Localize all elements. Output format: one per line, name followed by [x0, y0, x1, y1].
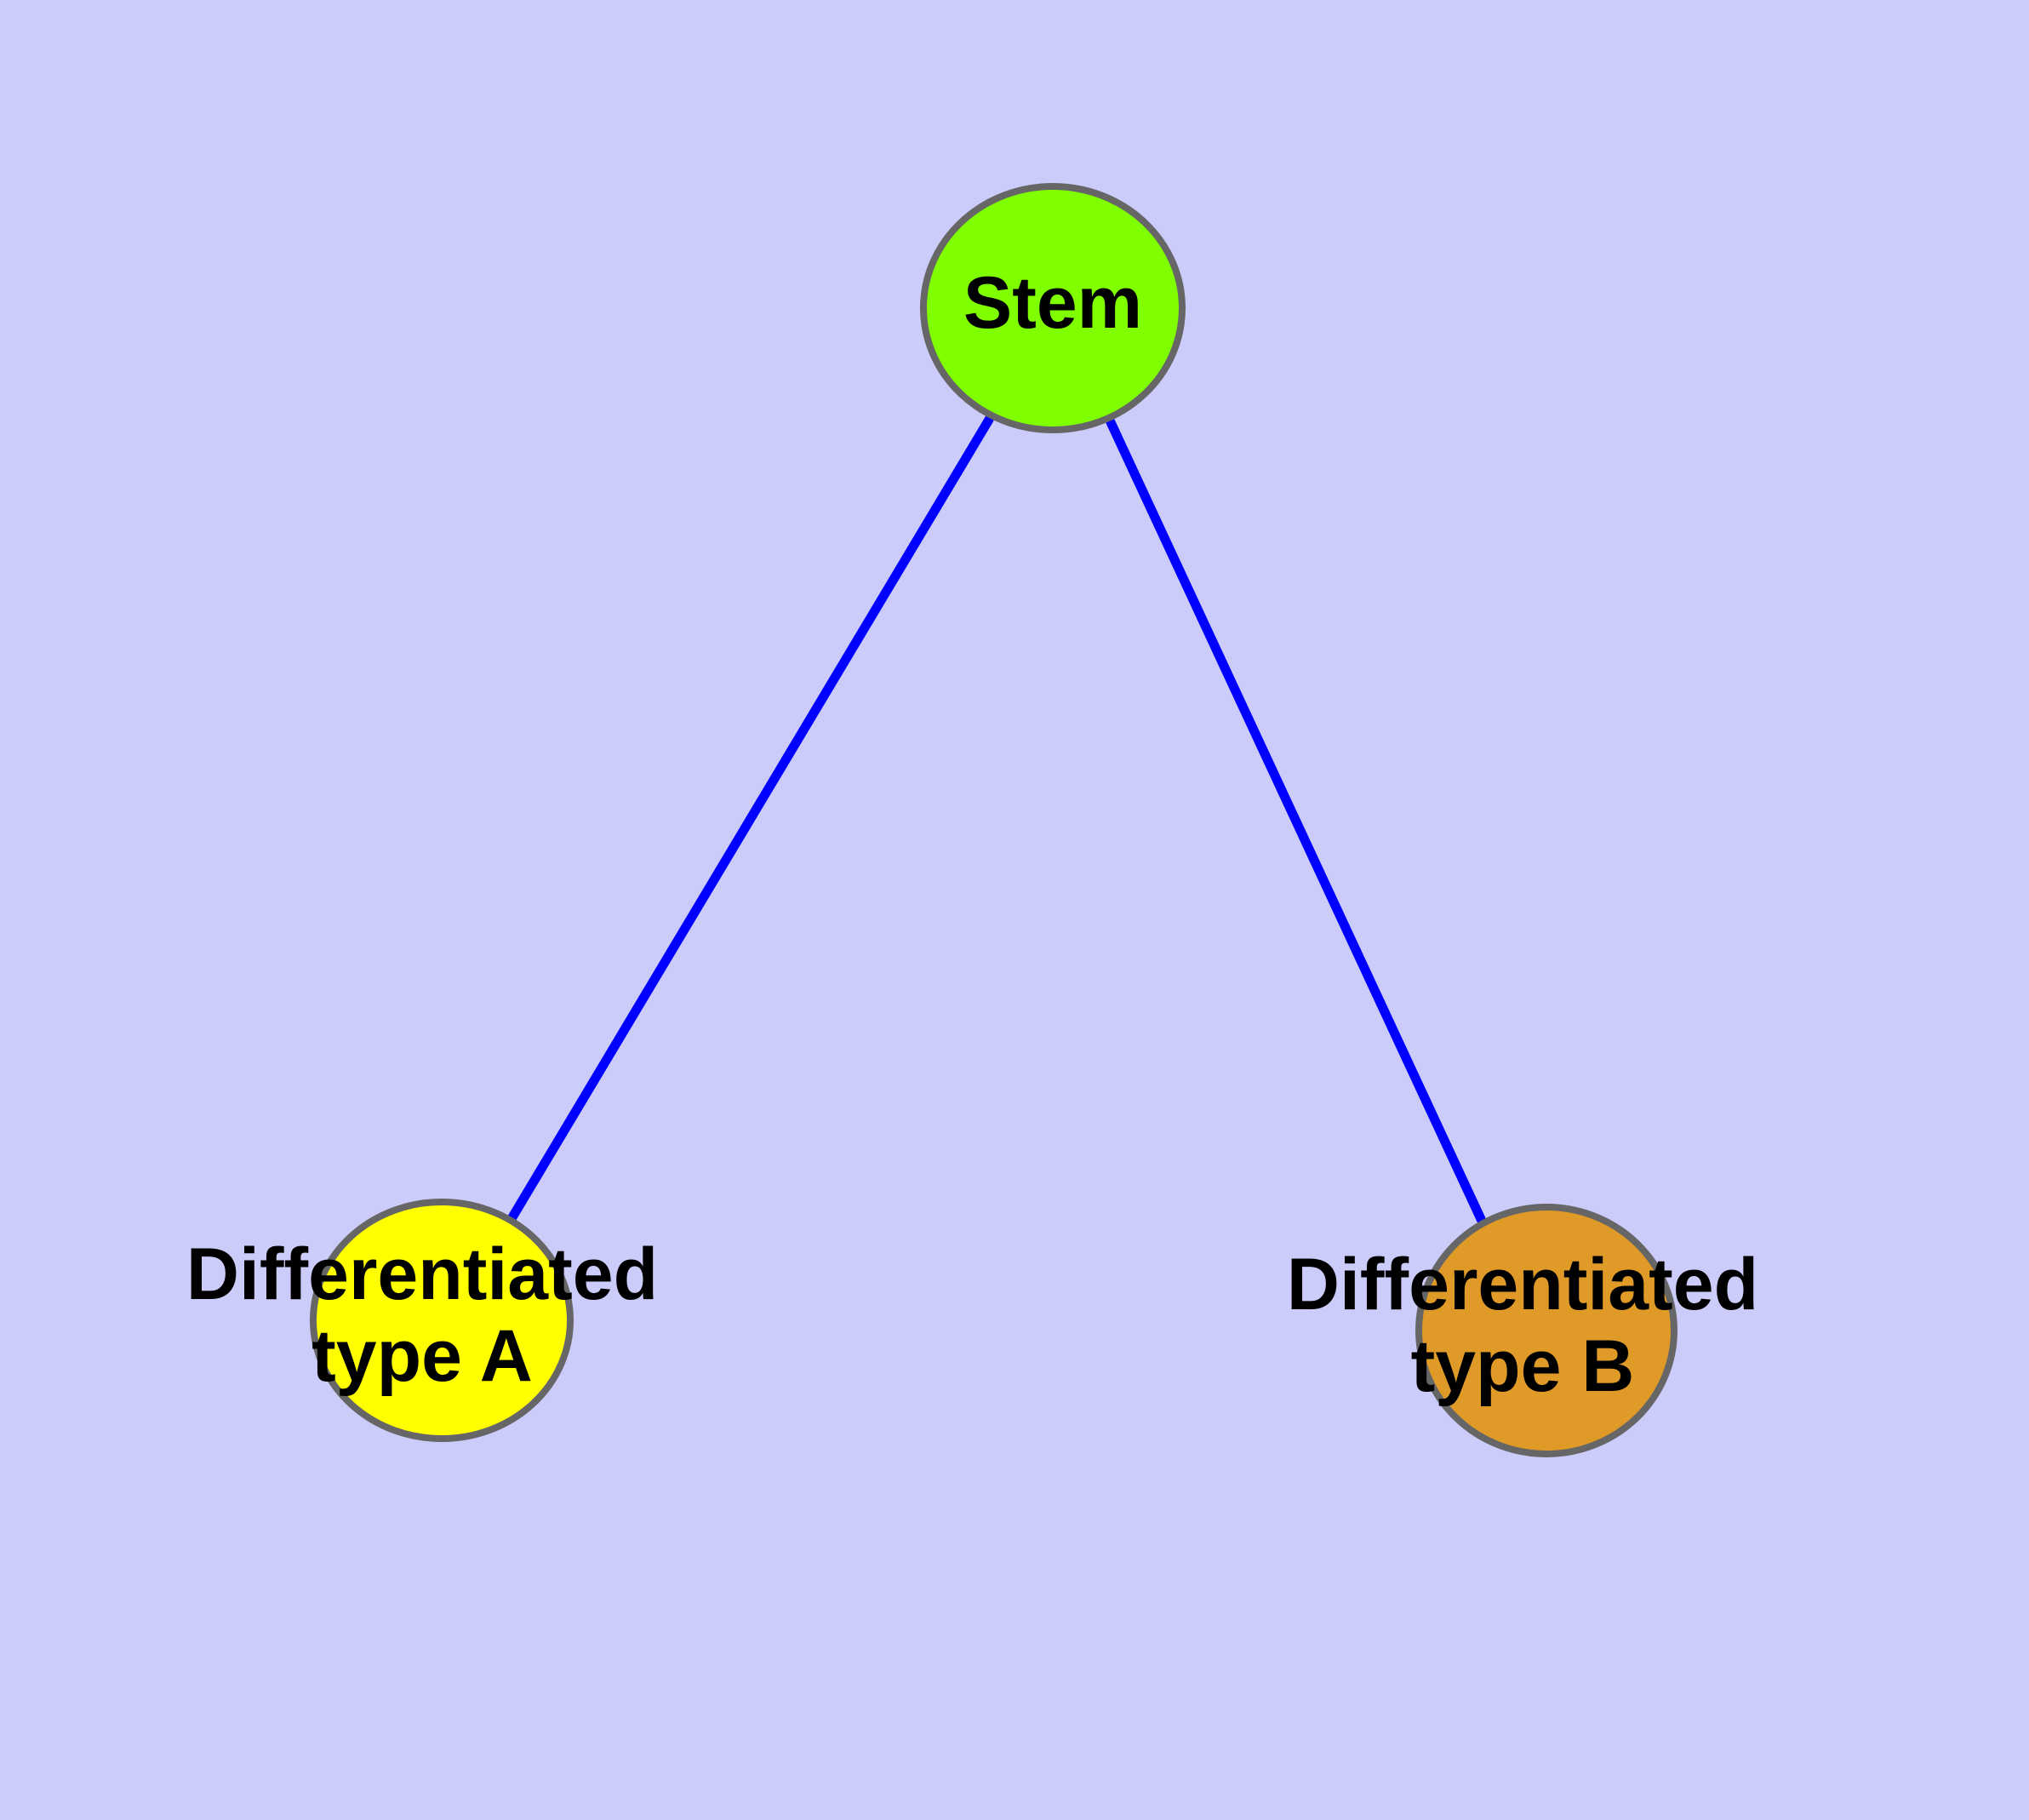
node-differentiated-type-a-shape[interactable] — [310, 1199, 574, 1442]
node-stem-label: Stem — [963, 262, 1142, 344]
node-stem[interactable]: Stem — [920, 183, 1186, 433]
node-differentiated-type-b-shape[interactable] — [1415, 1204, 1677, 1457]
edge-stem-to-differentiated-a[interactable] — [507, 415, 994, 1222]
edge-stem-to-differentiated-b[interactable] — [1106, 417, 1486, 1224]
node-stem-shape[interactable] — [920, 183, 1186, 433]
edges-group — [507, 415, 1486, 1224]
